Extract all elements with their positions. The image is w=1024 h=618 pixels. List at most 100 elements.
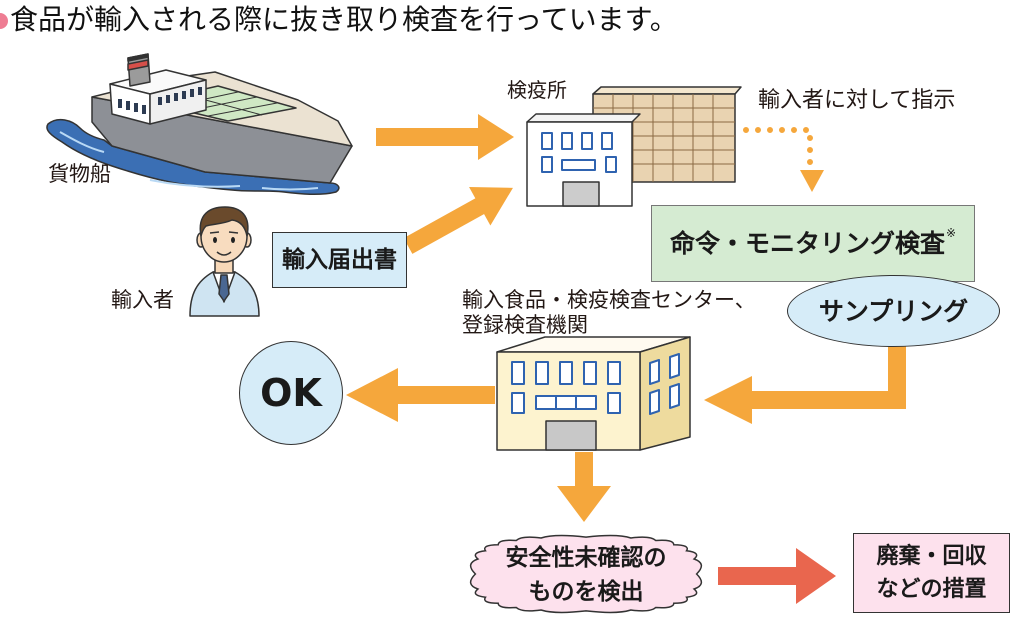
arrow-shaft (748, 344, 906, 409)
arrow-notification-to-station (403, 187, 513, 254)
page-title: 食品が輸入される際に抜き取り検査を行っています。 (10, 3, 678, 36)
ship-window (174, 93, 178, 101)
office-tower-grid (593, 94, 735, 182)
arrow-shaft (718, 567, 800, 585)
arrow-head (478, 114, 514, 160)
arrow-center-to-ok (346, 368, 495, 422)
center-side-window (669, 383, 680, 409)
sea-waves (46, 118, 340, 196)
arrow-shaft (394, 386, 495, 404)
station-window (561, 132, 573, 150)
inspection-center-label: 輸入食品・検疫検査センター、 登録検査機関 (462, 288, 756, 338)
disposal-line: などの措置 (876, 577, 987, 602)
arrow-shaft (403, 196, 488, 254)
station-window (601, 132, 613, 150)
center-window (511, 392, 525, 414)
disposal-line: 廃棄・回収 (876, 544, 987, 569)
inspection-center-label-line: 登録検査機関 (462, 313, 588, 337)
arrow-shaft (575, 452, 593, 490)
center-window (511, 361, 525, 385)
sampling-text: サンプリング (818, 296, 969, 326)
dotted-line (743, 127, 813, 169)
note-mark: ※ (945, 225, 957, 240)
unsafe-detected-line: ものを検出 (528, 579, 644, 605)
import-notification-text: 輸入届出書 (282, 246, 397, 273)
ship-window (126, 101, 130, 110)
ship-window (134, 103, 138, 112)
arrow-head (346, 368, 398, 422)
unsafe-detected-text: 安全性未確認の ものを検出 (470, 535, 702, 615)
person-tie (218, 274, 230, 302)
bullet-dot-icon (0, 13, 8, 29)
ship-window (158, 97, 162, 105)
sampling-ellipse: サンプリング (787, 275, 1000, 347)
ship-funnel-cap (127, 53, 149, 62)
arrow-shaft (376, 128, 482, 146)
order-monitoring-text: 命令・モニタリング検査 (669, 229, 945, 258)
disposal-measures-box: 廃棄・回収 などの措置 (853, 533, 1010, 613)
inspection-center-building-icon (496, 336, 691, 451)
wave-highlight (59, 131, 319, 191)
arrow-head (796, 548, 836, 604)
ship-window (198, 87, 202, 95)
center-window (607, 392, 621, 414)
import-notification-box: 輸入届出書 (272, 232, 407, 288)
ship-funnel-band (127, 59, 149, 71)
ship-window (166, 95, 170, 103)
arrow-ship-to-station (376, 114, 514, 160)
person-eye-right (231, 237, 235, 243)
quarantine-station-icon (526, 86, 742, 207)
station-window (581, 132, 593, 150)
ok-text: OK (260, 371, 322, 415)
arrow-sampling-to-center (704, 344, 906, 424)
center-side-window (649, 389, 660, 415)
unsafe-detected-line: 安全性未確認の (505, 545, 667, 571)
center-window-wide (535, 395, 597, 410)
ship-bridge-windows (118, 87, 202, 114)
cargo-ship-label: 貨物船 (48, 162, 111, 186)
station-window-wide (561, 159, 596, 171)
ok-result-circle: OK (239, 341, 343, 445)
ship-window (190, 89, 194, 97)
ship-window (142, 105, 146, 114)
person-hair (199, 206, 249, 237)
ship-window (182, 91, 186, 99)
station-window (541, 132, 553, 150)
person-eyebrows (209, 231, 239, 234)
arrow-head (557, 486, 611, 522)
center-side-window (669, 353, 680, 379)
importer-label: 輸入者 (111, 288, 174, 312)
ship-window (118, 99, 122, 108)
arrow-head (704, 376, 752, 424)
center-window (607, 361, 621, 385)
station-windows (541, 132, 617, 173)
arrow-head (469, 187, 513, 226)
station-window (605, 156, 617, 173)
center-side-wall (639, 336, 691, 451)
center-window (559, 361, 573, 385)
center-side-window (649, 359, 660, 385)
quarantine-station-label: 検疫所 (507, 78, 567, 102)
center-door (545, 420, 597, 451)
importer-person-icon (189, 206, 260, 317)
station-window (541, 156, 553, 173)
arrow-detection-to-disposal (718, 548, 836, 604)
arrow-head (800, 170, 824, 192)
instruction-label: 輸入者に対して指示 (758, 88, 956, 113)
office-tower-roof (592, 86, 742, 95)
center-window (583, 361, 597, 385)
center-window (535, 361, 549, 385)
arrow-center-to-detection (557, 452, 611, 522)
dotted-arrow-instruction (743, 127, 824, 192)
person-eye-left (213, 237, 217, 243)
cargo-ship-icon (46, 53, 353, 196)
inspection-center-label-line: 輸入食品・検疫検査センター、 (462, 288, 756, 312)
center-windows (511, 353, 680, 415)
order-monitoring-box: 命令・モニタリング検査※ (651, 205, 975, 282)
station-door (562, 181, 600, 207)
center-window-dividers (555, 396, 577, 409)
unsafe-detected-burst (469, 534, 703, 614)
station-roof (526, 113, 641, 123)
